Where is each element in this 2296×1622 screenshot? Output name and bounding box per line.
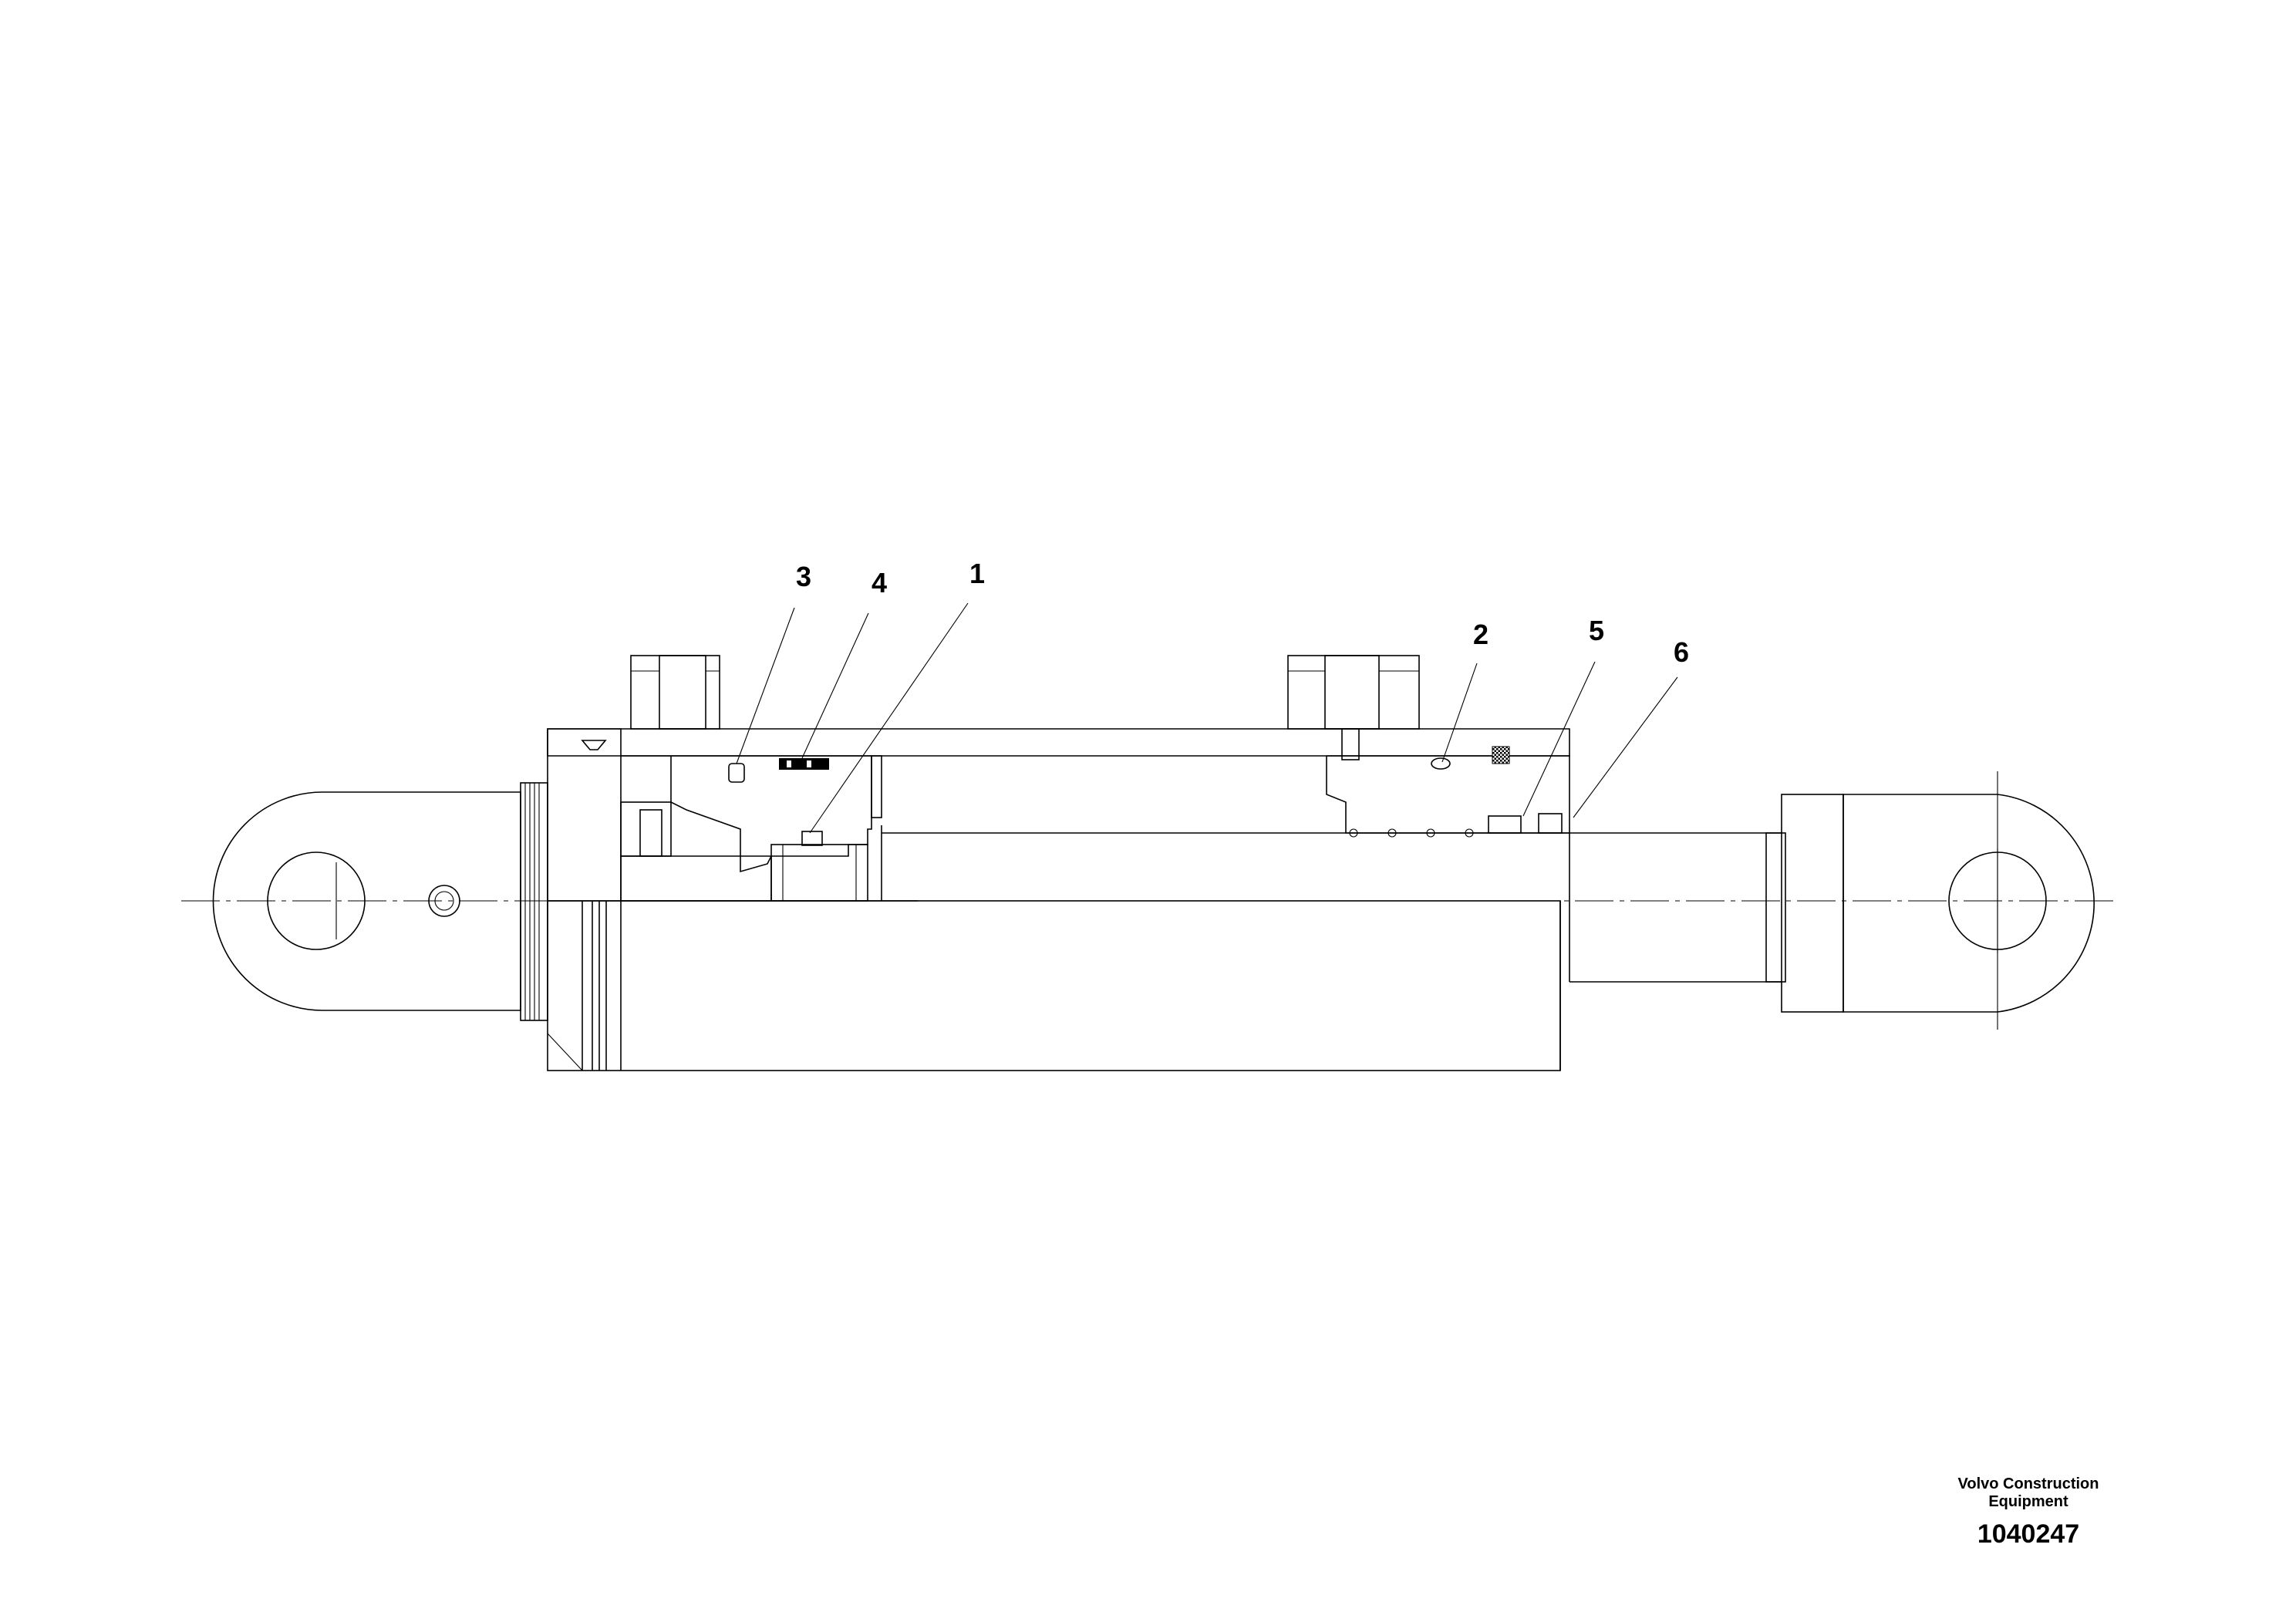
- callout-3: 3: [796, 561, 811, 592]
- rear-thread: [520, 782, 548, 1021]
- leader-lines: [736, 602, 1678, 834]
- piston: [620, 755, 882, 902]
- leader-4: [801, 612, 869, 759]
- cylinder-barrel: [547, 728, 1570, 1071]
- leader-1: [809, 602, 969, 834]
- company-name-line2: Equipment: [1988, 1493, 2068, 1510]
- callout-1: 1: [969, 558, 985, 589]
- leader-3: [736, 607, 795, 764]
- leader-6: [1573, 676, 1678, 818]
- leader-2: [1441, 663, 1478, 763]
- document-number: 1040247: [1977, 1519, 2079, 1549]
- callout-6: 6: [1674, 636, 1689, 668]
- callout-5: 5: [1589, 615, 1604, 646]
- leader-5: [1522, 661, 1596, 817]
- piston-seal-item-3: [728, 763, 745, 783]
- callout-2: 2: [1473, 619, 1489, 650]
- rod-guide: [1326, 746, 1570, 838]
- rear-port: [581, 655, 720, 750]
- callout-4: 4: [872, 567, 887, 599]
- front-port: [1287, 655, 1420, 760]
- company-name-line1: Volvo Construction: [1958, 1475, 2099, 1492]
- piston-seal-item-1: [801, 831, 823, 846]
- rod-eye: [1765, 771, 2095, 1030]
- piston-seal-item-4: [779, 758, 829, 770]
- title-block: Volvo Construction Equipment 1040247: [1958, 1475, 2099, 1549]
- rear-eye: [212, 791, 521, 1011]
- piston-rod: [882, 832, 1782, 983]
